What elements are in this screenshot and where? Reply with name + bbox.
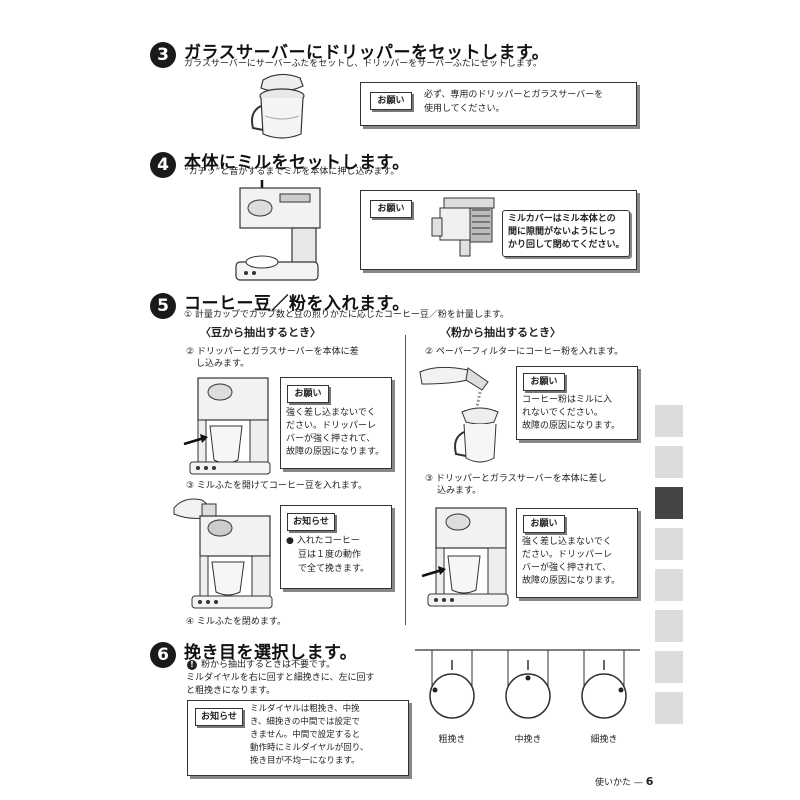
step3-caution-line1: 必ず、専用のドリッパーとガラスサーバーを xyxy=(424,90,604,100)
section-tab-2 xyxy=(655,446,683,478)
step-number-6: 6 xyxy=(150,642,176,668)
ground-caution2-line4: 故障の原因になります。 xyxy=(522,576,621,586)
section-tab-6 xyxy=(655,610,683,642)
mill-dial-diagrams xyxy=(415,649,640,719)
mill-setting-illustration xyxy=(235,180,321,281)
step6-info-line4: 動作時にミルダイヤルが回り、 xyxy=(250,743,369,753)
dial-label-medium: 中挽き xyxy=(514,735,542,745)
ground-caution2-line1: 強く差し込まないでく xyxy=(522,537,612,547)
glass-server-dripper-illustration xyxy=(251,73,305,139)
step5-title: コーヒー豆／粉を入れます。 xyxy=(184,294,410,314)
ground-step2: ② ペーパーフィルターにコーヒー粉を入れます。 xyxy=(425,347,624,357)
bean-info-tag: お知らせ xyxy=(287,513,335,531)
section-tab-5 xyxy=(655,569,683,601)
ground-caution2-tag: お願い xyxy=(523,515,565,533)
step6-info-line5: 挽き目が不均一になります。 xyxy=(250,756,360,766)
step-number-4: 4 xyxy=(150,152,176,178)
step6-note: 粉から抽出するときは不要です。 xyxy=(201,660,336,670)
exclamation-circle-icon: ! xyxy=(187,660,197,670)
bean-info-line1: ● 入れたコーヒー xyxy=(286,536,360,546)
bean-info-line2: 豆は１度の動作 xyxy=(298,550,362,560)
ground-caution-line1: コーヒー粉はミルに入 xyxy=(522,395,613,405)
step3-caution-line2: 使用してください。 xyxy=(424,104,505,114)
step6-info-line2: き、細挽きの中間では設定で xyxy=(250,717,360,727)
step3-title: ガラスサーバーにドリッパーをセットします。 xyxy=(184,43,550,63)
step4-caution-line1: ミルカバーはミル本体との xyxy=(508,214,616,224)
step5-description: ① 計量カップでカップ数と豆の煎りかたに応じたコーヒー豆／粉を計量します。 xyxy=(184,310,510,320)
dial-label-fine: 細挽き xyxy=(590,735,618,745)
section-tab-8 xyxy=(655,692,683,724)
step6-info-line1: ミルダイヤルは粗挽き、中挽 xyxy=(250,704,360,714)
step4-caution-line2: 間に隙間がないようにしっ xyxy=(508,227,616,237)
step4-caution-tag: お願い xyxy=(370,200,412,218)
step4-title: 本体にミルをセットします。 xyxy=(184,153,410,173)
footer-dash: — xyxy=(633,778,643,788)
step4-description: “カチッ”と音がするまでミルを本体に押し込みます。 xyxy=(184,167,400,177)
column-divider xyxy=(405,335,406,625)
page-number: 6 xyxy=(645,775,654,788)
step4-caution-callout xyxy=(502,210,630,257)
step4-caution-line3: かり回して閉めてください。 xyxy=(508,240,625,250)
add-beans-illustration xyxy=(173,498,273,609)
bean-caution-line2: ださい。ドリッパーレ xyxy=(286,421,377,431)
step6-info-tag: お知らせ xyxy=(195,708,243,726)
bean-info-box xyxy=(280,505,392,589)
bean-step2-line2: し込みます。 xyxy=(196,359,250,369)
step-number-5: 5 xyxy=(150,293,176,319)
ground-caution-line3: 故障の原因になります。 xyxy=(522,421,621,431)
ground-caution2-line3: バーが強く押されて、 xyxy=(522,563,612,573)
bean-caution-line3: バーが強く押されて、 xyxy=(286,434,376,444)
footer-section: 使いかた xyxy=(595,778,632,788)
bean-step2-line1: ② ドリッパーとガラスサーバーを本体に差 xyxy=(186,347,359,357)
step6-desc-line1: ミルダイヤルを右に回すと細挽きに、左に回す xyxy=(186,673,375,683)
ground-step3-line1: ③ ドリッパーとガラスサーバーを本体に差し xyxy=(425,474,607,484)
section-tab-1 xyxy=(655,405,683,437)
ground-insert-illustration xyxy=(421,507,509,607)
step6-info-line3: きません。中間で設定すると xyxy=(250,730,361,740)
coffee-maker-insert-illustration xyxy=(183,377,271,475)
bean-extraction-heading: 〈豆から抽出するとき〉 xyxy=(200,326,321,339)
step6-title: 挽き目を選択します。 xyxy=(184,643,358,663)
ground-step3-line2: 込みます。 xyxy=(437,486,482,496)
bean-step3: ③ ミルふたを開けてコーヒー豆を入れます。 xyxy=(186,481,368,491)
section-tab-4 xyxy=(655,528,683,560)
bean-info-line3: で全て挽きます。 xyxy=(298,564,370,574)
section-tab-7 xyxy=(655,651,683,683)
step-number-3: 3 xyxy=(150,42,176,68)
ground-caution-line2: れないでください。 xyxy=(522,408,603,418)
ground-caution2-line2: ださい。ドリッパーレ xyxy=(522,550,613,560)
step3-description: ガラスサーバーにサーバーふたをセットし、ドリッパーをサーバーふたにセットします。 xyxy=(184,59,542,69)
bean-step4: ④ ミルふたを閉めます。 xyxy=(186,617,287,627)
step3-caution-tag: お願い xyxy=(370,92,412,110)
bean-caution-line1: 強く差し込まないでく xyxy=(286,408,376,418)
dial-label-coarse: 粗挽き xyxy=(438,735,466,745)
mill-cover-closeup-illustration xyxy=(431,197,495,257)
bean-caution-tag: お願い xyxy=(287,385,329,403)
add-ground-coffee-illustration xyxy=(419,366,499,463)
section-tab-3-active xyxy=(655,487,683,519)
step6-desc-line2: と粗挽きになります。 xyxy=(186,686,276,696)
ground-extraction-heading: 〈粉から抽出するとき〉 xyxy=(440,326,561,339)
bean-caution-line4: 故障の原因になります。 xyxy=(286,447,385,457)
ground-caution-tag: お願い xyxy=(523,373,565,391)
footer: 使いかた — 6 xyxy=(595,775,653,788)
